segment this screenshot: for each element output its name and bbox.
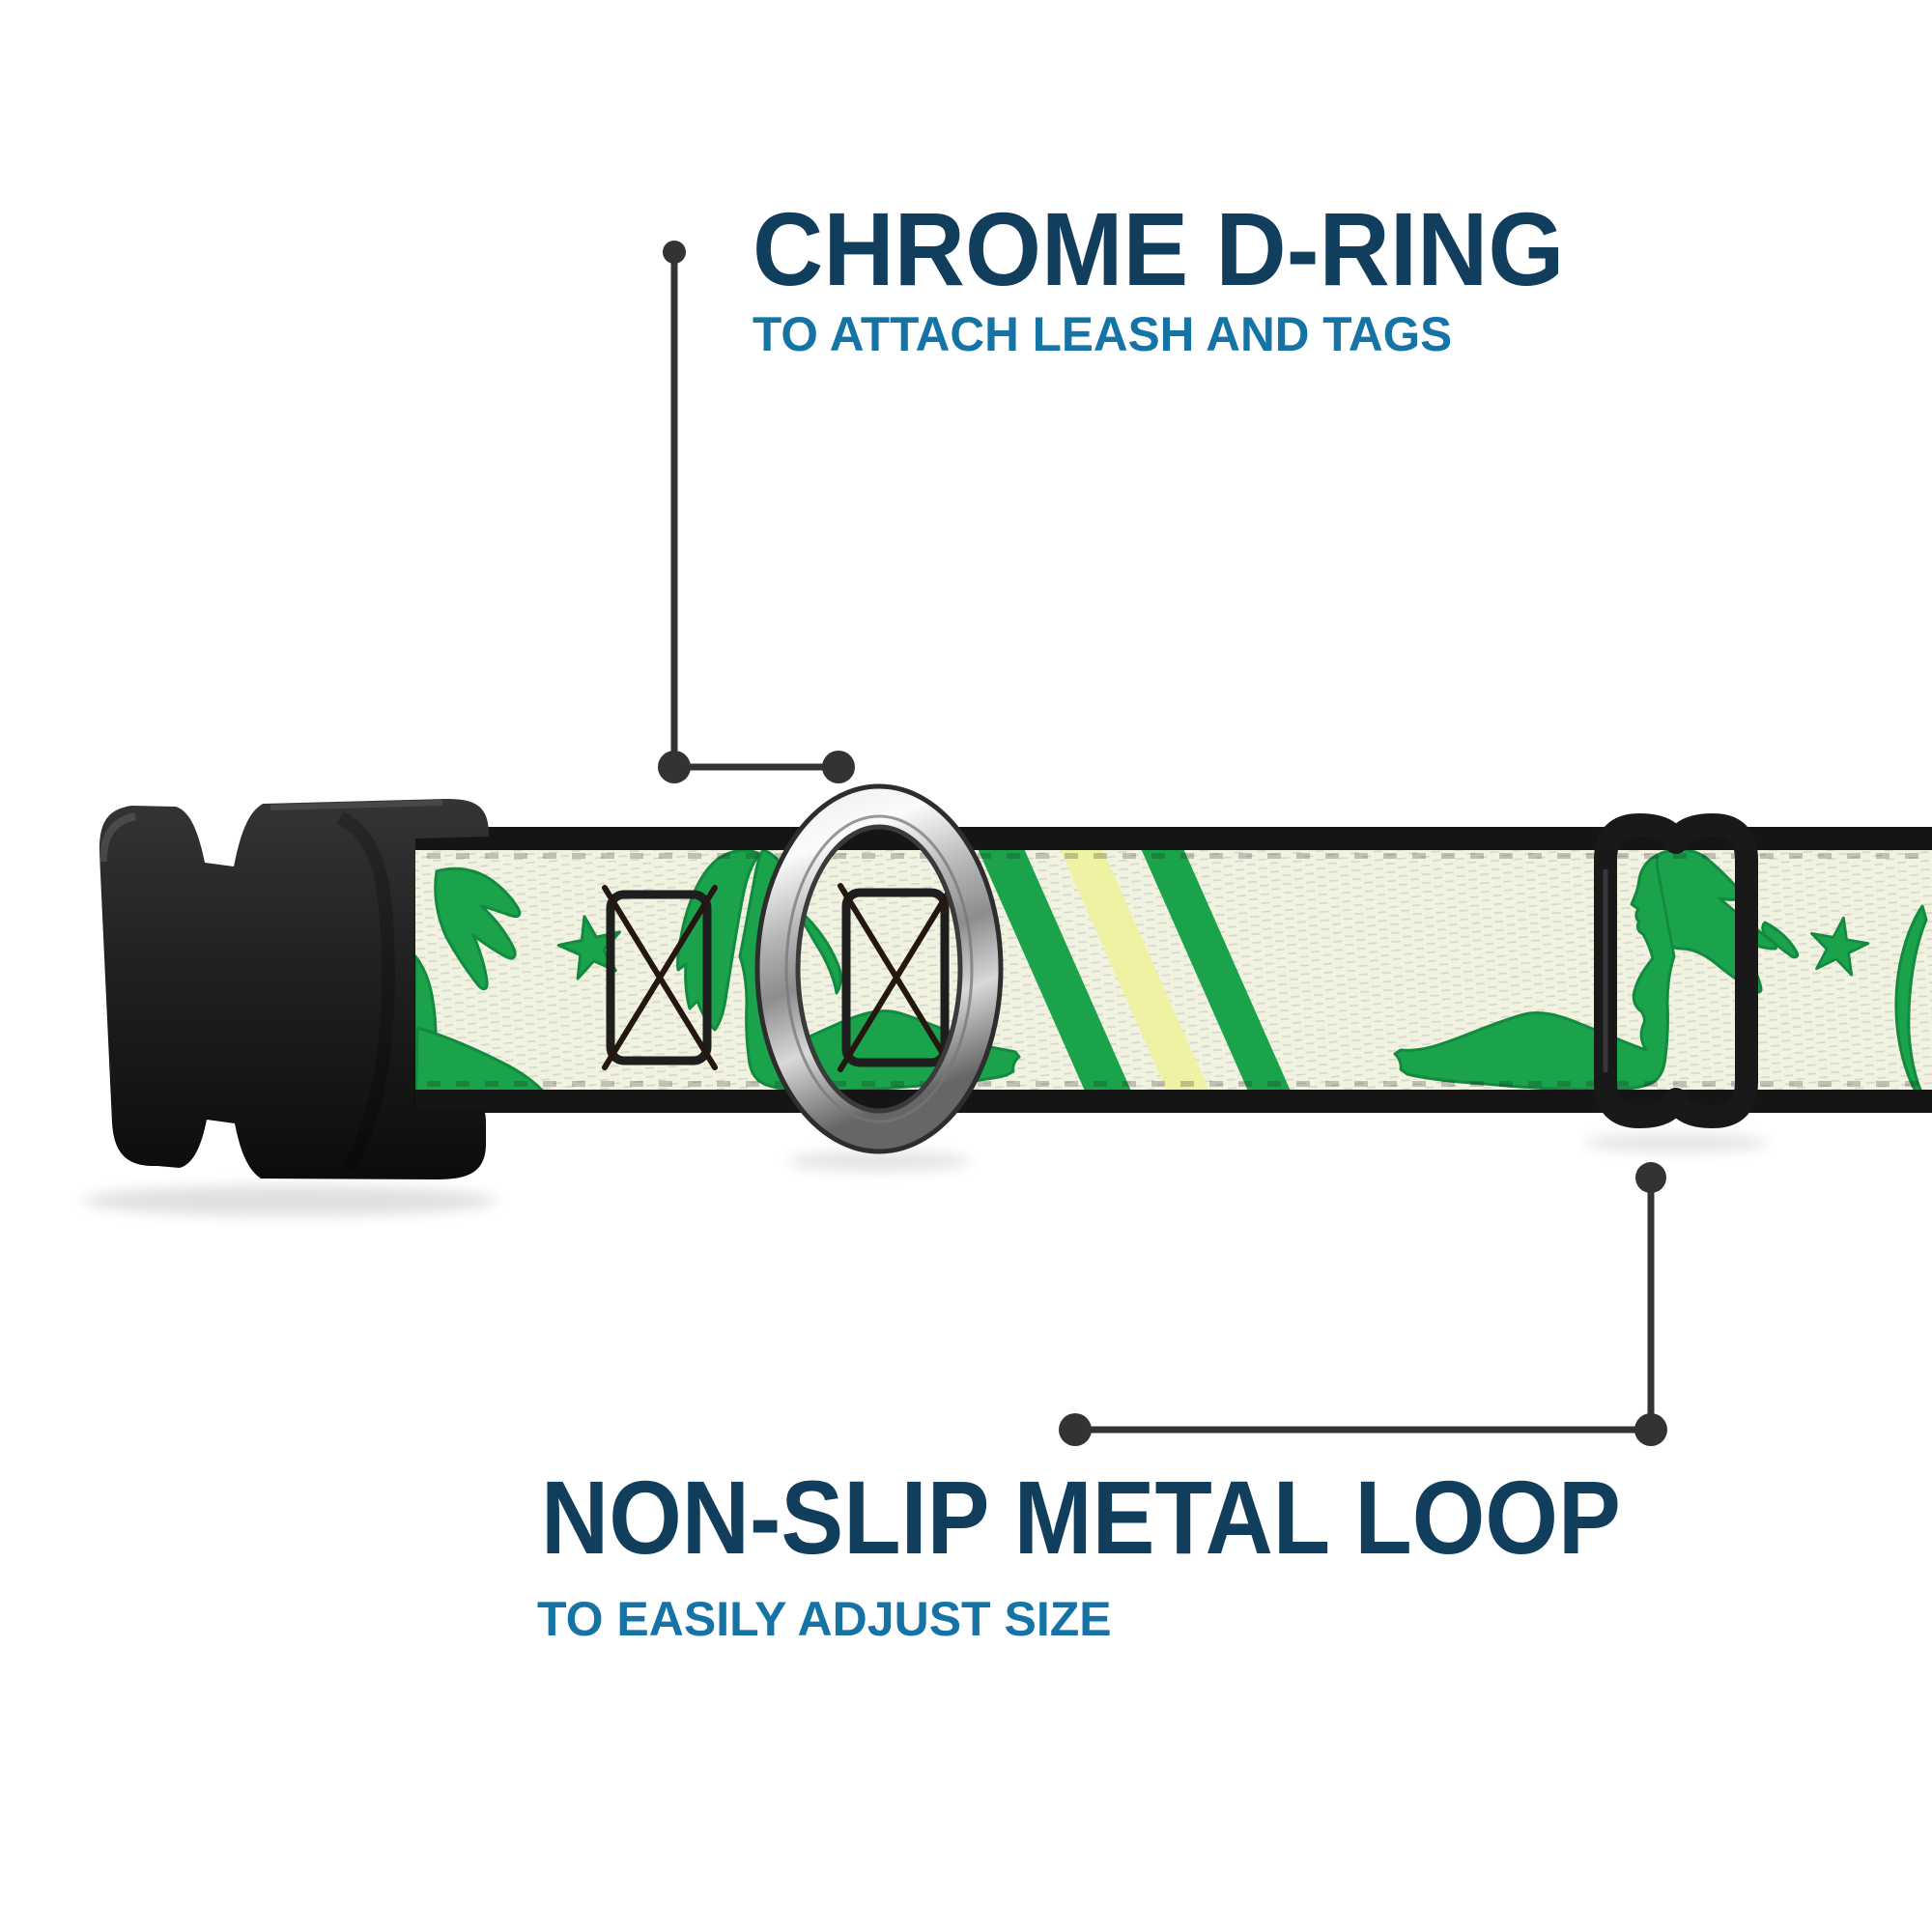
green-stripe xyxy=(969,829,1141,1113)
yellow-stripe xyxy=(1051,829,1219,1113)
callout-start-dot xyxy=(663,241,686,264)
buckle-body xyxy=(99,799,489,1179)
stitch-box xyxy=(838,883,955,1072)
buckle-highlight xyxy=(99,812,136,863)
side-release-buckle xyxy=(99,799,489,1179)
callout-end-dot xyxy=(822,751,855,783)
stitch-boxes xyxy=(602,883,955,1072)
star-motif xyxy=(1810,916,1870,977)
soft-shadows xyxy=(82,1133,1768,1216)
dring-subtitle: TO ATTACH LEASH AND TAGS xyxy=(753,307,1453,361)
stitch-box xyxy=(602,885,718,1070)
green-stripe xyxy=(1132,829,1300,1113)
callout-end-dot xyxy=(1059,1413,1092,1446)
buckle-highlight xyxy=(270,800,443,810)
callout-dring xyxy=(658,241,855,783)
callout-loop xyxy=(1059,1162,1667,1446)
buckle-contour xyxy=(336,810,396,1173)
loop-title: NON-SLIP METAL LOOP xyxy=(541,1459,1621,1576)
metal-slider-loop xyxy=(1594,813,1758,1128)
diagonal-stripes xyxy=(969,829,1300,1113)
dring-title: CHROME D-RING xyxy=(753,190,1565,307)
chrome-d-ring xyxy=(754,783,1004,1154)
loop-subtitle: TO EASILY ADJUST SIZE xyxy=(537,1592,1112,1646)
collar-webbing xyxy=(398,827,1932,1113)
